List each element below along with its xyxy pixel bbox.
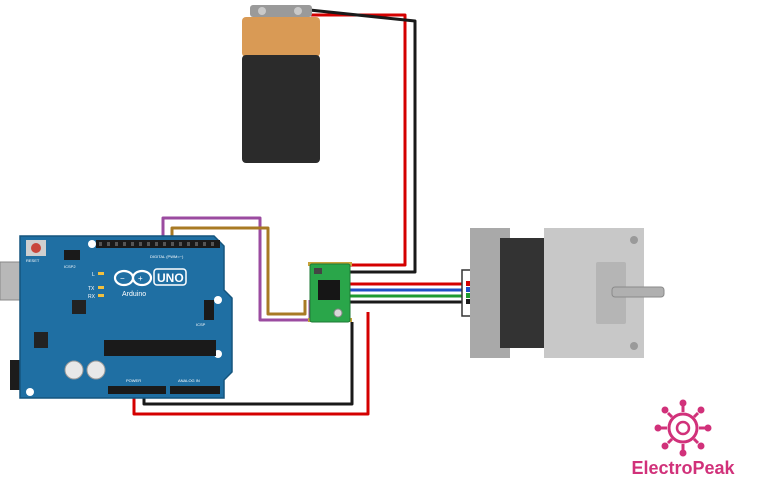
mount-hole	[88, 240, 96, 248]
mount-hole	[214, 296, 222, 304]
arduino-brand-text: Arduino	[122, 291, 146, 298]
usb-chip	[72, 300, 86, 314]
battery-black-wire	[299, 7, 417, 274]
motor-shaft	[611, 286, 665, 298]
driver-capacitor	[314, 268, 322, 274]
led-l-label: L	[92, 272, 95, 278]
reset-button-cap[interactable]	[31, 243, 41, 253]
minus-glyph: −	[120, 274, 125, 283]
icsp2-header	[64, 250, 80, 260]
digital-header-label: DIGITAL (PWM=~)	[150, 254, 184, 259]
icsp-label: ICSP	[196, 322, 206, 327]
led-rx-label: RX	[88, 294, 96, 300]
electropeak-gear-icon	[654, 399, 712, 457]
driver-chip	[318, 280, 340, 300]
led-l	[98, 272, 104, 275]
capacitor-2	[86, 360, 106, 380]
led-rx	[98, 294, 104, 297]
board-pcb	[19, 235, 233, 399]
electropeak-logo: ElectroPeak	[631, 399, 736, 478]
uno-text: UNO	[157, 271, 184, 285]
battery-9v	[242, 5, 320, 163]
battery-terminal-positive	[258, 7, 266, 15]
plus-glyph: +	[138, 274, 143, 283]
battery-terminal-negative	[294, 7, 302, 15]
arduino-uno-board: RESET DIGITAL (PWM=~) ICSP2 − + UNO Ardu…	[0, 235, 233, 399]
mount-hole	[26, 388, 34, 396]
arduino-logo: − + UNO Arduino	[113, 268, 187, 298]
icsp2-label: ICSP2	[64, 264, 76, 269]
reset-label: RESET	[26, 258, 40, 263]
icsp-header	[204, 300, 214, 320]
digital-header-pins	[99, 242, 214, 246]
analog-header	[170, 386, 220, 394]
motor-body	[500, 238, 548, 348]
led-tx	[98, 286, 104, 289]
analog-header-label: ANALOG IN	[178, 378, 200, 383]
dir-signal-wire	[170, 226, 307, 316]
electropeak-wordmark: ElectroPeak	[631, 458, 735, 478]
motor-mount-hole	[630, 342, 638, 350]
power-header	[108, 386, 166, 394]
motor-mount-hole	[630, 236, 638, 244]
battery-body	[242, 55, 320, 163]
uno-badge	[153, 268, 187, 286]
driver-potentiometer[interactable]	[333, 308, 343, 318]
motor-front-boss	[596, 262, 626, 324]
stepper-motor	[461, 228, 665, 358]
status-leds: L TX RX	[88, 272, 104, 300]
power-header-label: POWER	[126, 378, 141, 383]
stepper-driver-board	[308, 262, 352, 323]
infinity-right	[131, 269, 153, 287]
battery-top-label	[242, 17, 320, 57]
capacitor-1	[64, 360, 84, 380]
motor-connector-pins	[466, 281, 472, 304]
led-tx-label: TX	[88, 286, 95, 292]
regulator-chip	[34, 332, 48, 348]
atmega-chip	[104, 340, 216, 356]
